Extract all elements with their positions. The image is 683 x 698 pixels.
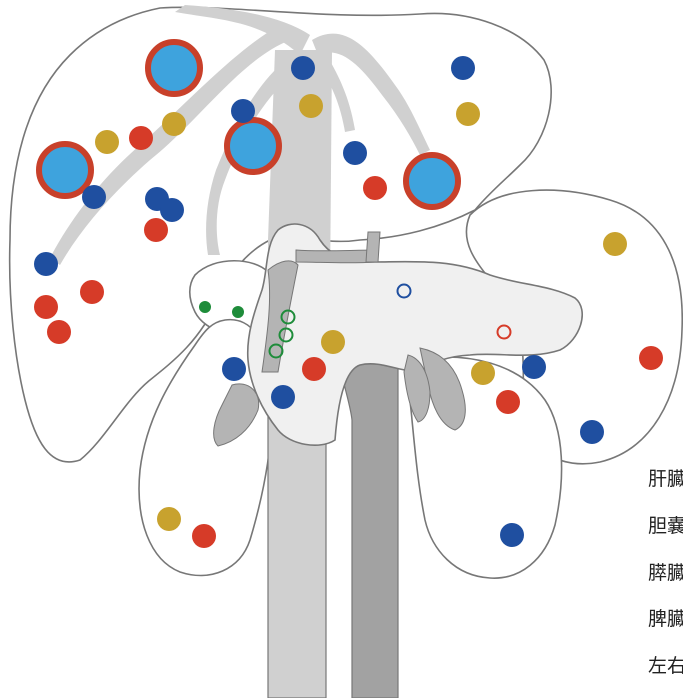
- legend-item-pancreas: 膵臓: [648, 562, 683, 584]
- legend-item-liver: 肝臓: [648, 468, 683, 490]
- large-lesion: [227, 120, 279, 172]
- large-lesion: [39, 144, 91, 196]
- large-lesion: [406, 155, 458, 207]
- legend-item-spleen: 脾臓: [648, 608, 683, 630]
- aorta: [340, 335, 398, 698]
- legend-item-left-right: 左右: [648, 655, 683, 677]
- legend-item-gallbladder: 胆嚢: [648, 515, 683, 537]
- legend: 肝臓 胆嚢 膵臓 脾臓 左右: [648, 462, 683, 698]
- large-lesion: [148, 42, 200, 94]
